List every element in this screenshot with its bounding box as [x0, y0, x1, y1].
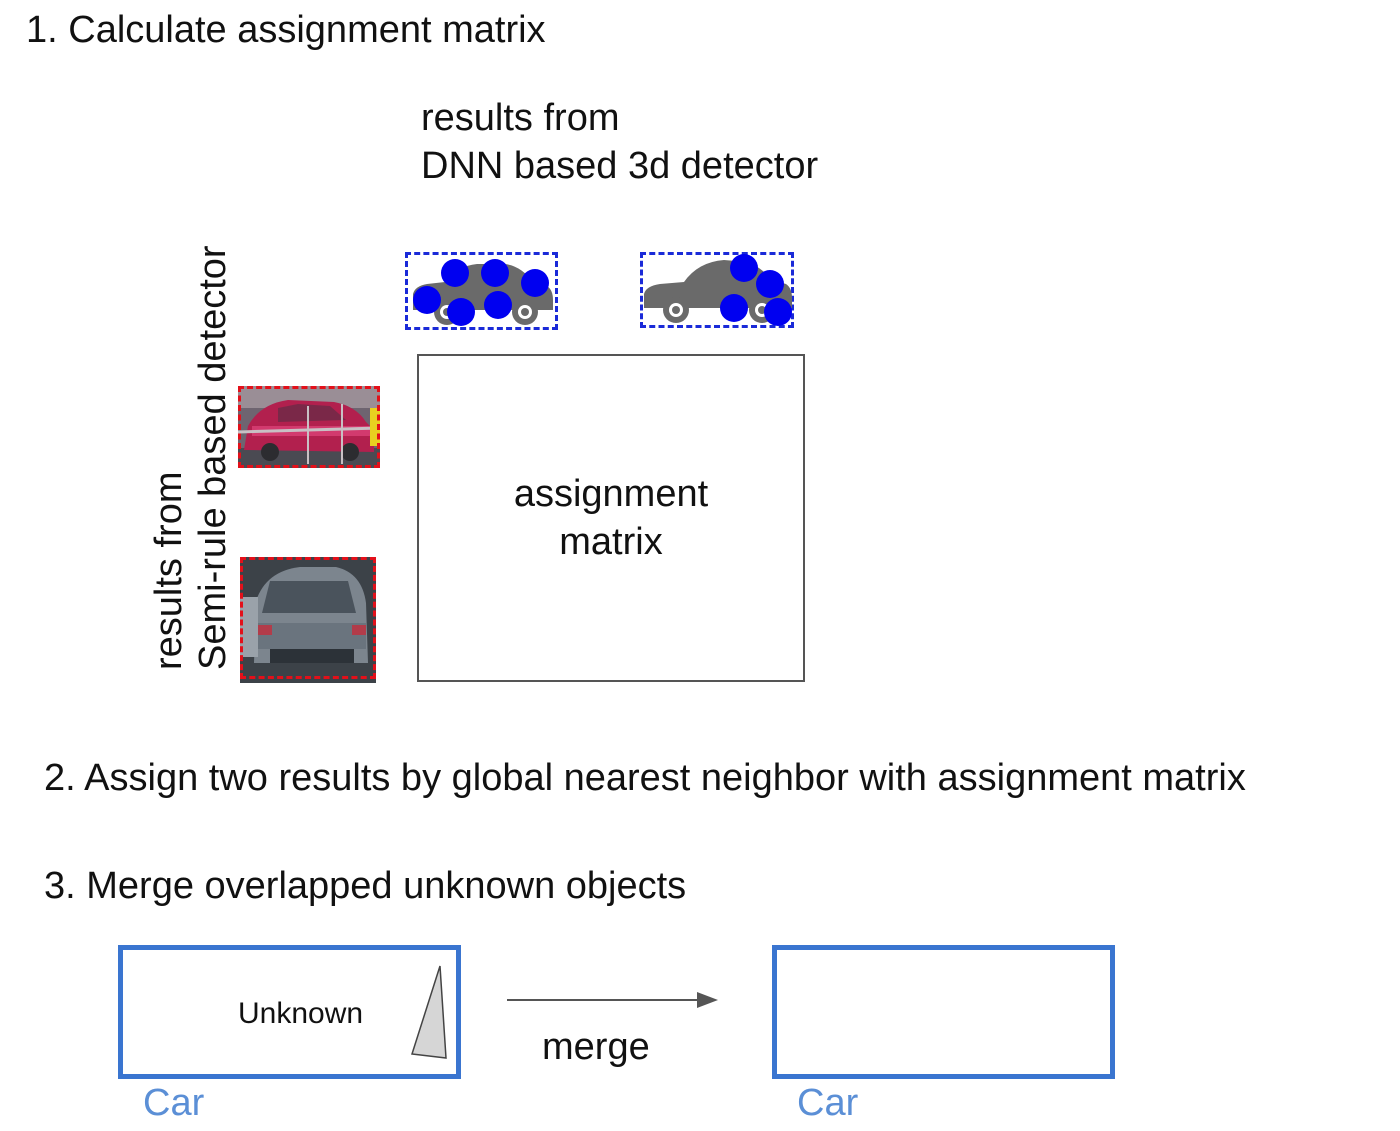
step2-title: 2. Assign two results by global nearest …: [44, 757, 1246, 799]
assignment-matrix-box: assignment matrix: [417, 354, 805, 682]
dnn-detection-box-1: [405, 252, 558, 330]
semi-rule-detector-label: results from Semi-rule based detector: [147, 210, 243, 670]
matrix-label-line1: assignment: [513, 473, 709, 515]
left-class-label: Car: [143, 1082, 205, 1124]
semi-detection-photo-1: [238, 386, 380, 468]
dnn-detector-label: results from DNN based 3d detector: [421, 94, 818, 190]
step3-title: 3. Merge overlapped unknown objects: [44, 865, 687, 907]
dnn-label-line2: DNN based 3d detector: [421, 145, 819, 187]
car-object-box: [772, 945, 1115, 1079]
semi-label-line1: results from: [148, 471, 190, 670]
arrow-right-icon: [507, 992, 718, 1008]
semi-detection-box-2: [240, 557, 376, 679]
dnn-label-line1: results from: [421, 97, 620, 139]
merge-label: merge: [542, 1026, 650, 1068]
right-class-label: Car: [797, 1082, 859, 1124]
semi-detection-photo-2: [240, 557, 376, 683]
unknown-object-shape: [411, 965, 447, 1059]
unknown-object-box: [118, 945, 461, 1079]
unknown-label: Unknown: [238, 997, 364, 1030]
lidar-point-icon: [413, 259, 549, 326]
step1-title: 1. Calculate assignment matrix: [26, 9, 546, 51]
semi-detection-box-1: [238, 386, 380, 468]
lidar-point-icon: [720, 254, 792, 326]
matrix-label-line2: matrix: [559, 521, 663, 563]
dnn-detection-box-2: [640, 252, 794, 328]
semi-label-line2: Semi-rule based detector: [192, 245, 234, 670]
